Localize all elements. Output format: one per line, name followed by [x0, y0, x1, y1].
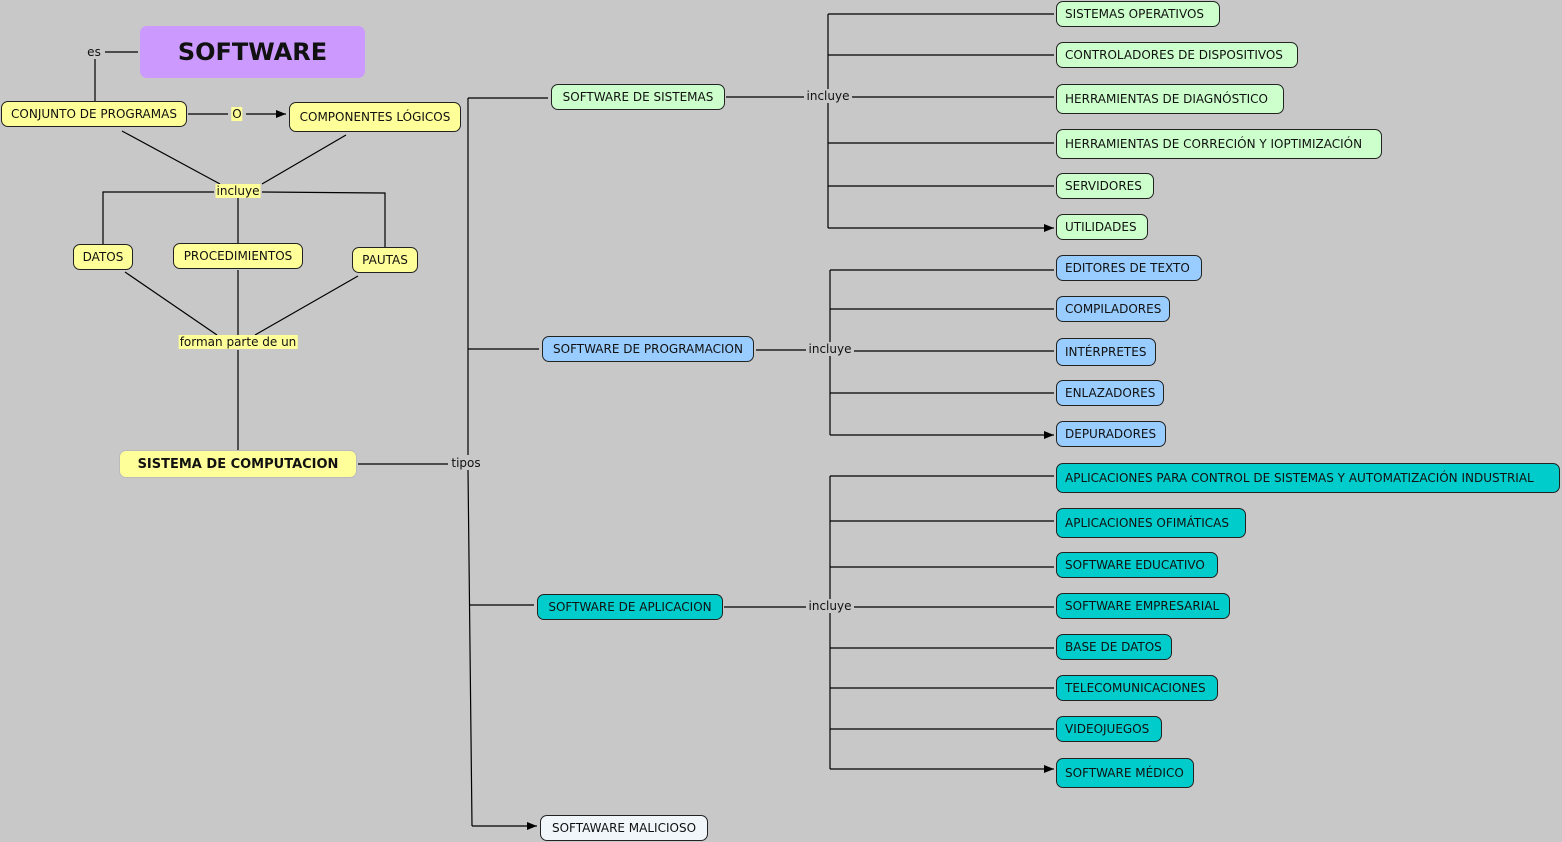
concept-sistemas-item[interactable]: HERRAMIENTAS DE CORRECIÓN Y IOPTIMIZACIÓ… — [1056, 129, 1382, 159]
concept-sistemas-item[interactable]: SISTEMAS OPERATIVOS — [1056, 1, 1220, 27]
concept-aplicacion-item[interactable]: SOFTWARE EDUCATIVO — [1056, 552, 1218, 578]
concept-software-malicioso[interactable]: SOFTAWARE MALICIOSO — [540, 815, 708, 841]
concept-aplicacion-item[interactable]: APLICACIONES PARA CONTROL DE SISTEMAS Y … — [1056, 463, 1560, 493]
link-es[interactable]: es — [86, 45, 102, 59]
concept-programacion-item[interactable]: EDITORES DE TEXTO — [1056, 255, 1202, 281]
concept-programacion-item[interactable]: ENLAZADORES — [1056, 380, 1164, 406]
concept-conjunto-de-programas[interactable]: CONJUNTO DE PROGRAMAS — [1, 101, 187, 127]
concept-procedimientos[interactable]: PROCEDIMIENTOS — [173, 243, 303, 269]
link-tipos[interactable]: tipos — [450, 456, 482, 470]
concept-pautas[interactable]: PAUTAS — [352, 247, 418, 273]
concept-sistema-de-computacion[interactable]: SISTEMA DE COMPUTACION — [119, 450, 357, 478]
link-incluye-main[interactable]: incluye — [215, 184, 261, 198]
concept-programacion-item[interactable]: INTÉRPRETES — [1056, 338, 1156, 366]
concept-software[interactable]: SOFTWARE — [140, 26, 365, 78]
concept-programacion-item[interactable]: DEPURADORES — [1056, 421, 1166, 447]
concept-programacion-item[interactable]: COMPILADORES — [1056, 296, 1170, 322]
concept-aplicacion-item[interactable]: SOFTWARE EMPRESARIAL — [1056, 593, 1230, 619]
concept-datos[interactable]: DATOS — [73, 244, 133, 270]
concept-aplicacion-item[interactable]: BASE DE DATOS — [1056, 634, 1172, 660]
link-forman-parte-de-un[interactable]: forman parte de un — [178, 335, 298, 349]
concept-software-de-sistemas[interactable]: SOFTWARE DE SISTEMAS — [551, 84, 725, 110]
concept-aplicacion-item[interactable]: APLICACIONES OFIMÁTICAS — [1056, 508, 1246, 538]
concept-aplicacion-item[interactable]: TELECOMUNICACIONES — [1056, 675, 1218, 701]
concept-software-de-programacion[interactable]: SOFTWARE DE PROGRAMACION — [542, 336, 754, 362]
concept-software-de-aplicacion[interactable]: SOFTWARE DE APLICACION — [537, 594, 723, 620]
concept-componentes-logicos[interactable]: COMPONENTES LÓGICOS — [289, 102, 461, 132]
concept-aplicacion-item[interactable]: SOFTWARE MÉDICO — [1056, 758, 1194, 788]
link-incluye-programacion[interactable]: incluye — [807, 342, 853, 356]
concept-sistemas-item[interactable]: UTILIDADES — [1056, 214, 1148, 240]
link-incluye-sistemas[interactable]: incluye — [805, 89, 851, 103]
link-incluye-aplicacion[interactable]: incluye — [807, 599, 853, 613]
concept-sistemas-item[interactable]: CONTROLADORES DE DISPOSITIVOS — [1056, 42, 1298, 68]
link-o[interactable]: O — [231, 107, 243, 121]
concept-sistemas-item[interactable]: SERVIDORES — [1056, 173, 1154, 199]
concept-aplicacion-item[interactable]: VIDEOJUEGOS — [1056, 716, 1162, 742]
concept-sistemas-item[interactable]: HERRAMIENTAS DE DIAGNÓSTICO — [1056, 84, 1284, 114]
